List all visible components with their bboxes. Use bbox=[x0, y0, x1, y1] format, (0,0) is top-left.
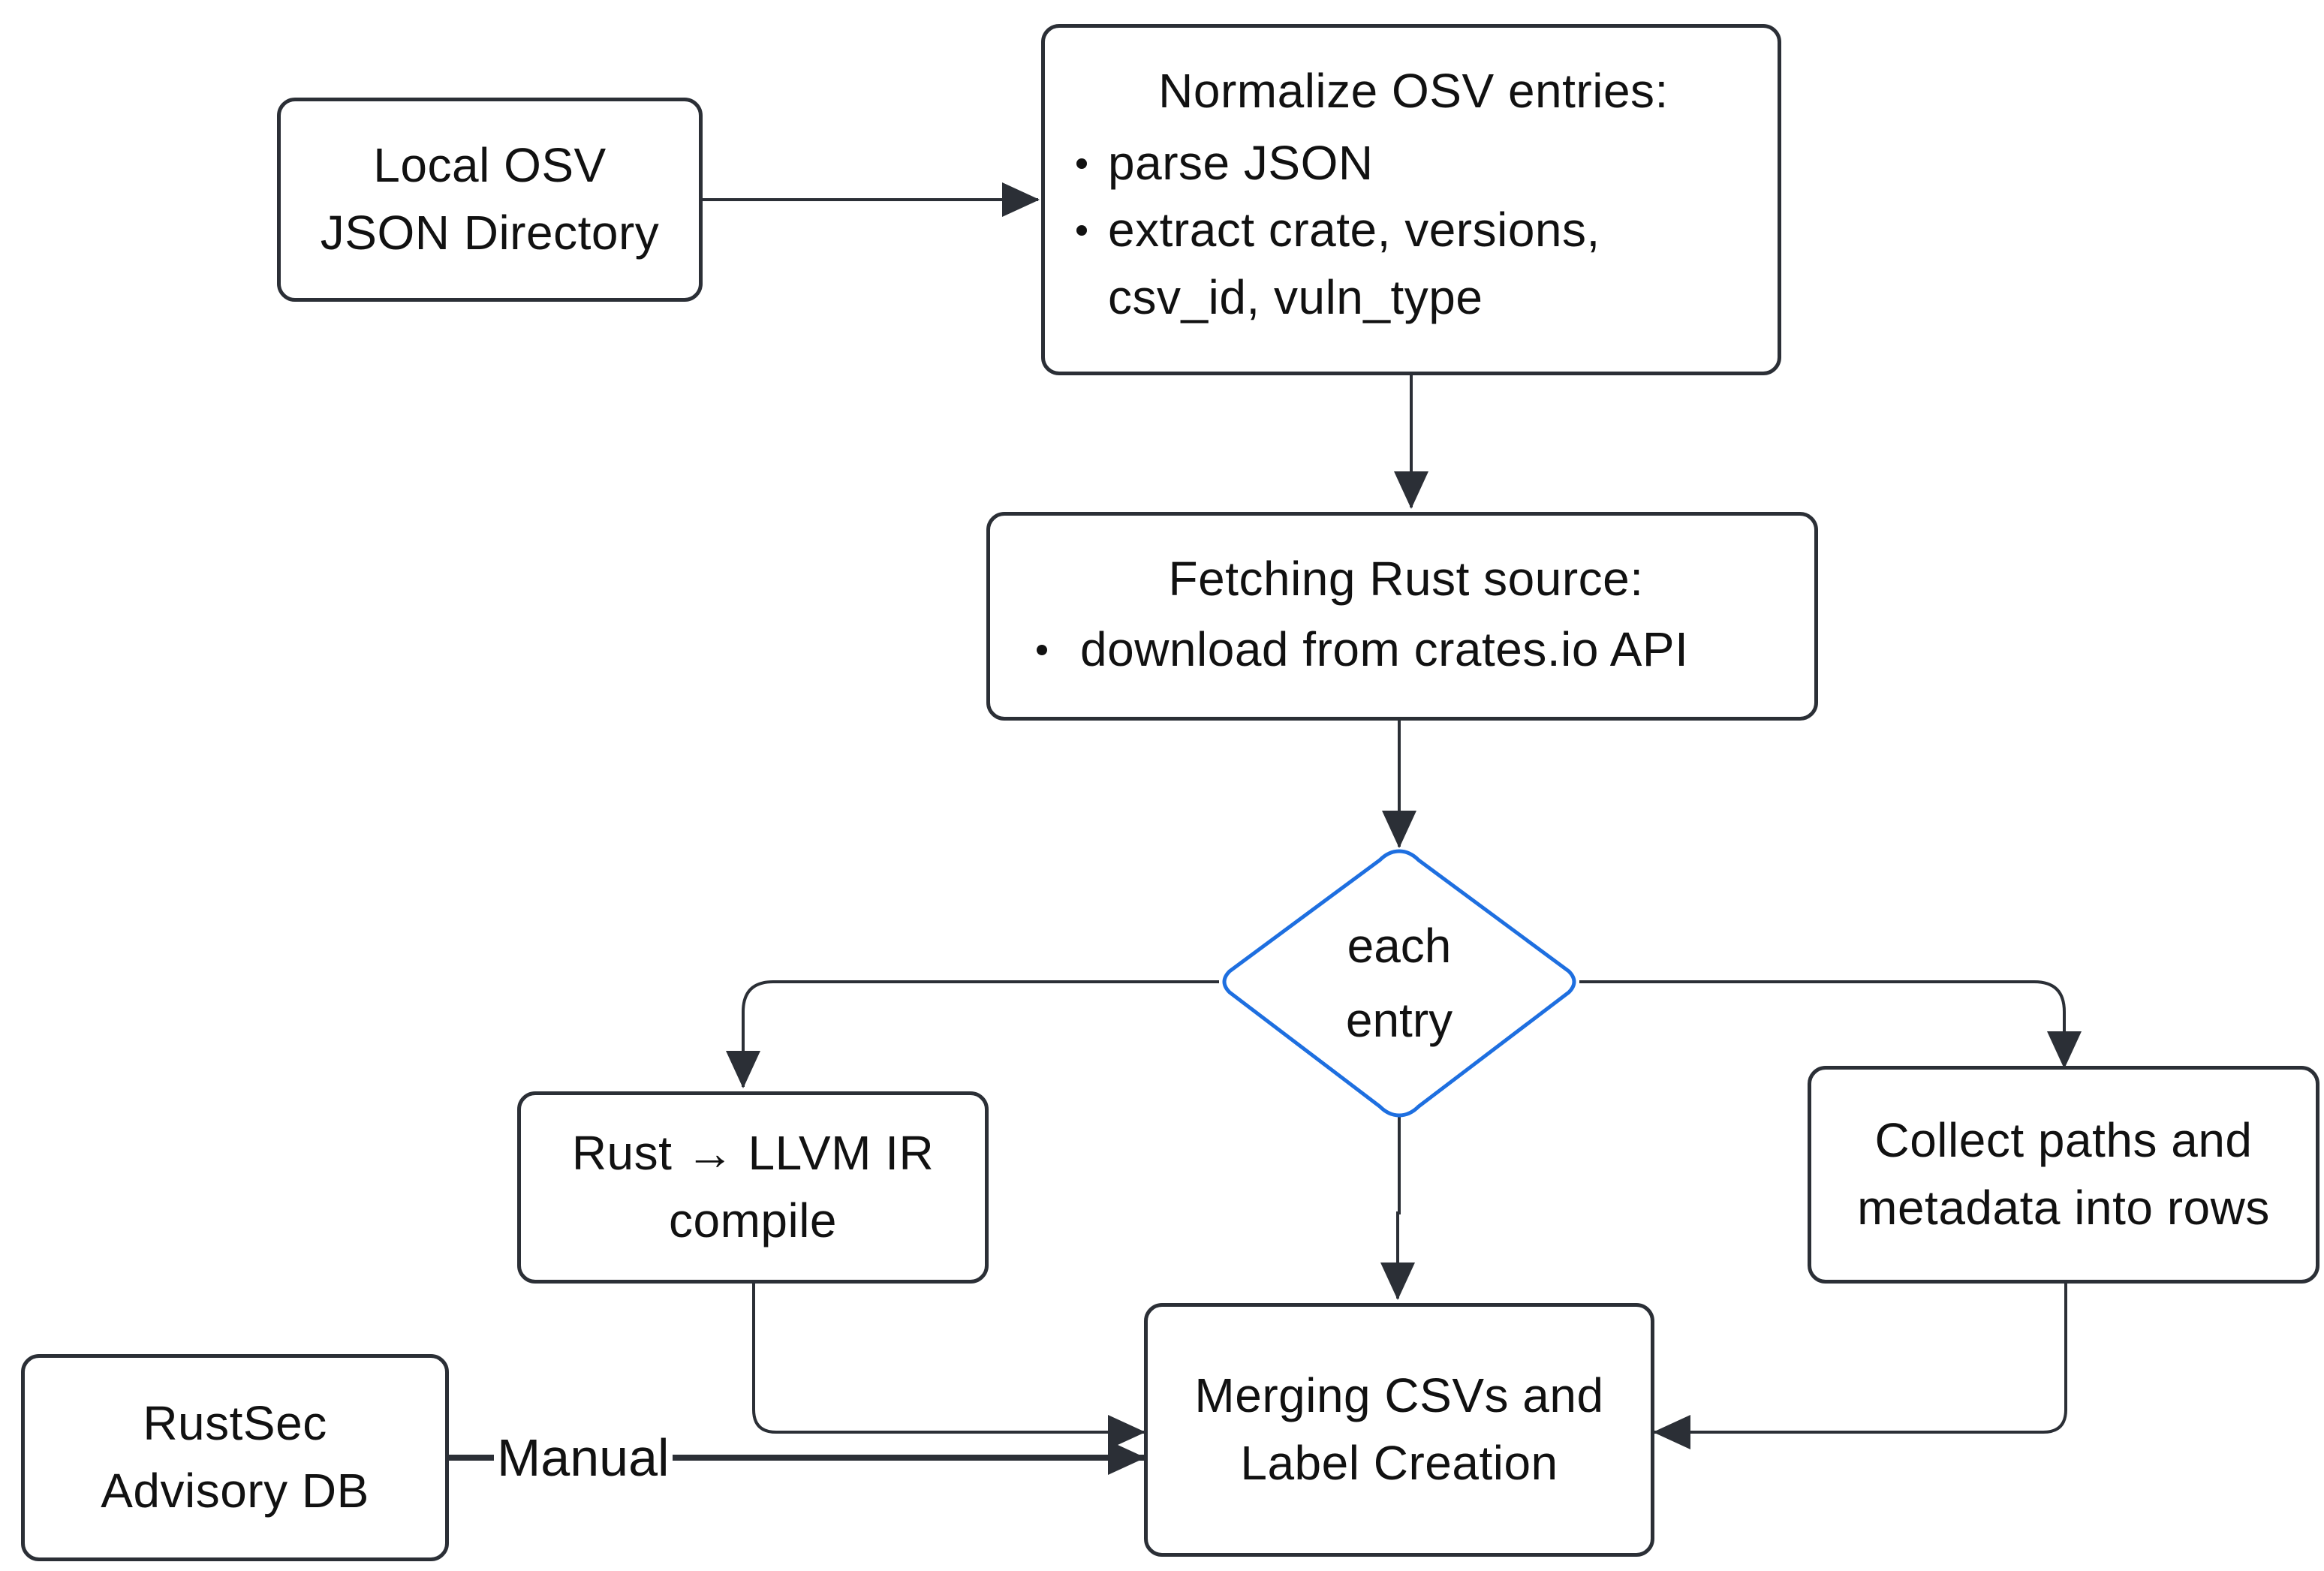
node-collect-line-2: metadata into rows bbox=[1857, 1181, 2270, 1235]
node-normalize-continuation: csv_id, vuln_type bbox=[1108, 269, 1483, 324]
node-merging-csvs: Merging CSVs and Label Creation bbox=[1144, 1303, 1654, 1557]
decision-each-entry: each entry bbox=[1249, 871, 1549, 1096]
decision-line-1: each bbox=[1347, 918, 1452, 973]
edge-rust-llvm-to-merging bbox=[752, 1284, 1145, 1449]
node-rustsec-line-2: Advisory DB bbox=[101, 1464, 369, 1518]
edge-decision-to-rust-llvm bbox=[726, 980, 1219, 1088]
node-fetching-bullet: download from crates.io API bbox=[1032, 616, 1792, 684]
node-rust-llvm-line-1: Rust → LLVM IR bbox=[571, 1126, 935, 1181]
decision-line-2: entry bbox=[1345, 993, 1453, 1047]
node-merging-line-1: Merging CSVs and bbox=[1194, 1368, 1604, 1423]
node-collect-line-1: Collect paths and bbox=[1874, 1113, 2253, 1168]
edge-collect-to-merging bbox=[1653, 1284, 2067, 1449]
node-fetching-bullets: download from crates.io API bbox=[1020, 616, 1792, 684]
node-local-osv: Local OSV JSON Directory bbox=[277, 98, 703, 302]
node-fetching-title: Fetching Rust source: bbox=[1168, 552, 1644, 606]
node-rust-llvm-compile: Rust → LLVM IR compile bbox=[517, 1091, 989, 1284]
node-local-osv-line-1: Local OSV bbox=[373, 138, 607, 193]
node-rustsec-line-1: RustSec bbox=[143, 1396, 327, 1451]
node-collect-paths: Collect paths and metadata into rows bbox=[1808, 1066, 2319, 1284]
node-merging-line-2: Label Creation bbox=[1240, 1436, 1558, 1490]
node-rust-llvm-line-2: compile bbox=[668, 1193, 838, 1247]
edge-decision-to-collect bbox=[1579, 980, 2082, 1069]
edge-decision-to-merging bbox=[1380, 1117, 1415, 1300]
node-normalize-bullet: parse JSON bbox=[1072, 130, 1755, 197]
node-normalize-bullet: extract crate, versions, bbox=[1072, 197, 1755, 264]
node-local-osv-line-2: JSON Directory bbox=[320, 206, 660, 260]
decision-diamond bbox=[1222, 849, 1576, 1118]
node-normalize-bullets: parse JSON extract crate, versions, bbox=[1072, 130, 1755, 264]
node-rustsec-advisory-db: RustSec Advisory DB bbox=[21, 1354, 449, 1561]
node-fetching-rust-source: Fetching Rust source: download from crat… bbox=[986, 512, 1818, 721]
node-normalize-osv: Normalize OSV entries: parse JSON extrac… bbox=[1041, 24, 1781, 375]
node-normalize-title: Normalize OSV entries: bbox=[1158, 64, 1669, 118]
edge-label-manual: Manual bbox=[494, 1431, 673, 1484]
